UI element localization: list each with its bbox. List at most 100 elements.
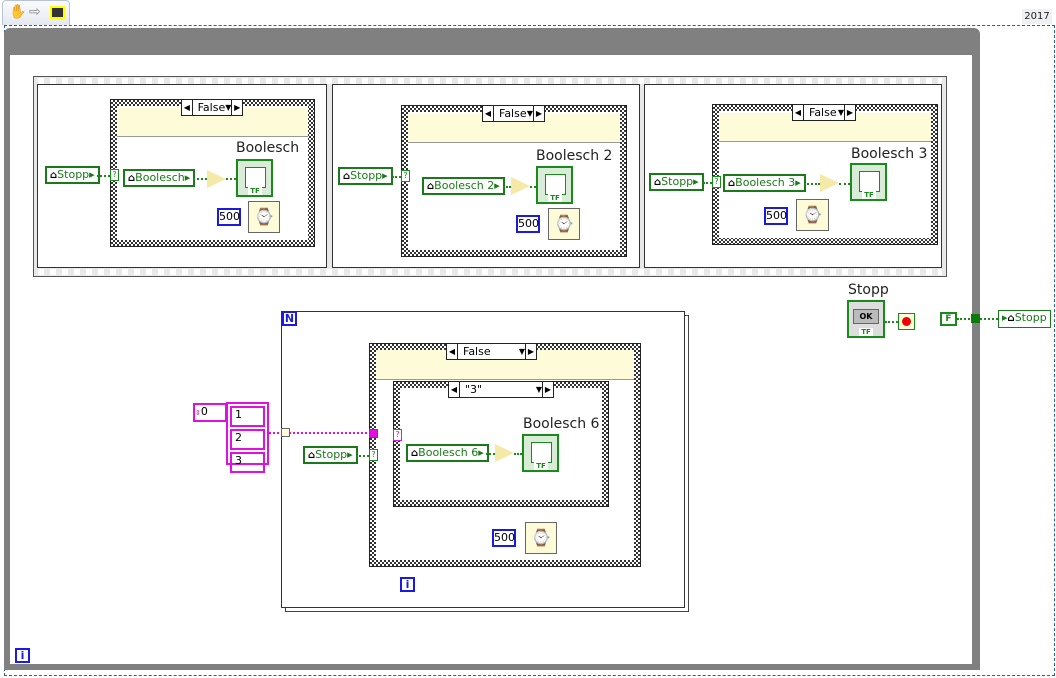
hand-icon[interactable]: ✋ — [9, 4, 27, 20]
decrement-icon[interactable]: ◀ — [449, 382, 460, 397]
boolesch-2-indicator[interactable]: TF — [536, 166, 573, 204]
case-selector[interactable]: ◀ False▼▶ — [482, 105, 545, 122]
stopp-local-variable[interactable]: ⌂Stopp▸ — [45, 166, 100, 184]
for-iteration-terminal[interactable]: i — [400, 577, 415, 592]
wait-ms-icon[interactable]: ⌚ — [525, 522, 557, 554]
ctl-label: Stopp — [315, 448, 348, 461]
increment-icon[interactable]: ▶ — [542, 382, 553, 397]
boolesch-3-indicator[interactable]: TF — [850, 163, 887, 201]
while-iteration-terminal[interactable]: i — [15, 648, 30, 663]
decrement-icon[interactable]: ◀ — [182, 100, 193, 115]
stop-button-label: Stopp — [848, 282, 889, 298]
array-index-display[interactable]: ⇕0 — [193, 403, 227, 422]
arrow-icon[interactable]: ⇨ — [29, 4, 41, 20]
indicator-label: Boolesch 6 — [523, 416, 600, 432]
loop-condition-terminal[interactable] — [898, 313, 915, 330]
stopp-local-variable[interactable]: ⌂Stopp▸ — [303, 446, 358, 464]
increment-icon[interactable]: ▶ — [525, 344, 536, 359]
tf-label: TF — [248, 187, 262, 195]
ctl-label: Boolesch — [135, 171, 185, 184]
wire — [97, 175, 110, 177]
wire — [703, 182, 712, 184]
not-gate[interactable] — [207, 170, 226, 188]
decrement-icon[interactable]: ◀ — [793, 105, 804, 120]
led — [245, 167, 266, 188]
wire — [486, 453, 495, 455]
boolesch-2-local-variable[interactable]: ⌂Boolesch 2▸ — [422, 177, 505, 195]
decrement-icon[interactable]: ◀ — [447, 344, 458, 359]
boolesch-3-local-variable[interactable]: ⌂Boolesch 3▸ — [723, 174, 806, 192]
tf-label: TF — [548, 194, 562, 202]
stopp-local-variable[interactable]: ⌂Stopp▸ — [649, 173, 704, 191]
home-icon: ⌂ — [1007, 313, 1015, 324]
chevron-down-icon[interactable]: ▼ — [518, 347, 525, 356]
selector-value: "3" — [465, 383, 483, 396]
led — [545, 174, 566, 195]
array-constant[interactable]: 1 2 3 — [226, 402, 269, 473]
case-selector[interactable]: ◀ False▼▶ — [181, 99, 243, 116]
array-element[interactable]: 1 — [230, 406, 265, 427]
chevron-down-icon[interactable]: ▼ — [837, 108, 844, 117]
led — [859, 171, 880, 192]
stop-sign-icon — [902, 317, 911, 326]
not-gate[interactable] — [820, 174, 839, 192]
selector-value: False — [197, 101, 226, 114]
stopp-local-variable-write[interactable]: ▸⌂Stopp — [998, 310, 1051, 328]
chevron-down-icon[interactable]: ▼ — [225, 103, 232, 112]
not-gate[interactable] — [511, 177, 530, 195]
boolesch-6-indicator[interactable]: TF — [522, 434, 559, 472]
stop-button-terminal[interactable]: OK TF — [847, 300, 885, 338]
highlight-execution-icon[interactable] — [50, 6, 65, 19]
boolesch-6-local-variable[interactable]: ⌂Boolesch 6▸ — [406, 444, 489, 462]
led — [531, 442, 552, 463]
home-icon: ⌂ — [411, 448, 419, 459]
ctl-label: Stopp — [57, 168, 90, 181]
selector-terminal: ? — [401, 170, 410, 182]
wait-constant[interactable]: 500 — [516, 215, 540, 233]
ctl-label: Boolesch 3 — [735, 176, 796, 189]
indexing-tunnel — [281, 428, 290, 437]
increment-icon[interactable]: ▶ — [231, 100, 242, 115]
wait-constant[interactable]: 500 — [492, 529, 516, 547]
decrement-icon[interactable]: ◀ — [483, 106, 494, 121]
version-label: 2017 — [1022, 9, 1052, 24]
case-tunnel — [369, 429, 378, 438]
not-gate[interactable] — [495, 444, 514, 462]
array-wire — [269, 432, 395, 434]
wait-constant[interactable]: 500 — [764, 207, 788, 225]
wire — [356, 455, 369, 457]
wait-constant[interactable]: 500 — [217, 208, 241, 226]
ctl-label: Stopp — [1014, 311, 1047, 324]
wire — [514, 453, 522, 455]
wire — [530, 186, 536, 188]
wire — [503, 186, 511, 188]
chevron-down-icon[interactable]: ▼ — [535, 385, 542, 394]
stopp-local-variable[interactable]: ⌂Stopp▸ — [338, 167, 393, 185]
boolesch-indicator[interactable]: TF — [236, 159, 273, 197]
wait-ms-icon[interactable]: ⌚ — [796, 199, 829, 231]
chevron-down-icon[interactable]: ▼ — [526, 109, 533, 118]
tf-label: TF — [862, 191, 876, 199]
tf-label: TF — [859, 328, 873, 336]
selector-value: False — [463, 345, 491, 358]
wait-ms-icon[interactable]: ⌚ — [548, 208, 580, 240]
case-selector[interactable]: ◀ False ▼▶ — [446, 343, 537, 360]
count-terminal[interactable]: N — [282, 311, 297, 326]
home-icon: ⌂ — [308, 450, 316, 461]
home-icon: ⌂ — [343, 171, 351, 182]
tf-label: TF — [534, 462, 548, 470]
array-element[interactable]: 2 — [230, 429, 265, 450]
case-selector[interactable]: ◀False▼▶ — [792, 104, 856, 121]
increment-icon[interactable]: ▶ — [533, 106, 544, 121]
selector-value: False — [499, 107, 527, 120]
increment-icon[interactable]: ▶ — [844, 105, 855, 120]
wait-ms-icon[interactable]: ⌚ — [248, 201, 280, 233]
home-icon: ⌂ — [728, 178, 736, 189]
indicator-label: Boolesch 2 — [536, 148, 613, 164]
boolesch-local-variable[interactable]: ⌂Boolesch▸ — [123, 169, 196, 187]
case-selector[interactable]: ◀ "3" ▼▶ — [448, 381, 554, 398]
array-element[interactable]: 3 — [230, 452, 265, 473]
ctl-label: Stopp — [661, 175, 694, 188]
selector-terminal: ? — [712, 176, 721, 188]
false-constant[interactable]: F — [940, 312, 957, 326]
